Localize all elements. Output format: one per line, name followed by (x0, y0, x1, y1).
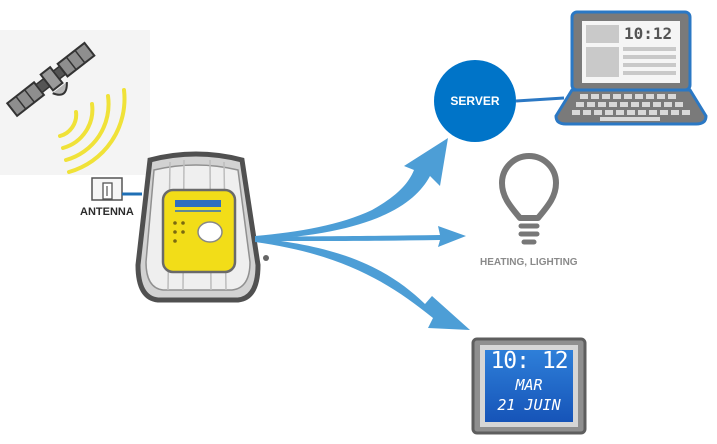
clock-date: 21 JUIN (497, 396, 561, 414)
laptop-screen-time: 10:12 (624, 24, 673, 43)
device-display (175, 200, 221, 207)
lightbulb-icon (499, 153, 559, 245)
server-node (434, 60, 516, 142)
server-label: SERVER (450, 94, 500, 108)
server-laptop-link (515, 96, 565, 103)
arrow-to-server (255, 138, 448, 240)
receiver-device (135, 151, 261, 303)
signal-waves (58, 88, 127, 174)
clock-display (471, 337, 587, 435)
device-connector (263, 255, 269, 261)
device-button (197, 221, 223, 243)
antenna-icon (91, 177, 123, 201)
arrow-to-clock (255, 238, 470, 330)
heating-lighting-label: HEATING, LIGHTING (480, 257, 578, 268)
clock-screen (485, 350, 573, 422)
clock-day: MAR (515, 376, 543, 394)
clock-time: 10: 12 (490, 348, 568, 374)
laptop-icon (554, 10, 708, 126)
output-arrows (255, 138, 470, 330)
arrow-to-lighting (255, 226, 466, 247)
antenna-label: ANTENNA (80, 206, 134, 218)
satellite-icon (5, 41, 96, 118)
